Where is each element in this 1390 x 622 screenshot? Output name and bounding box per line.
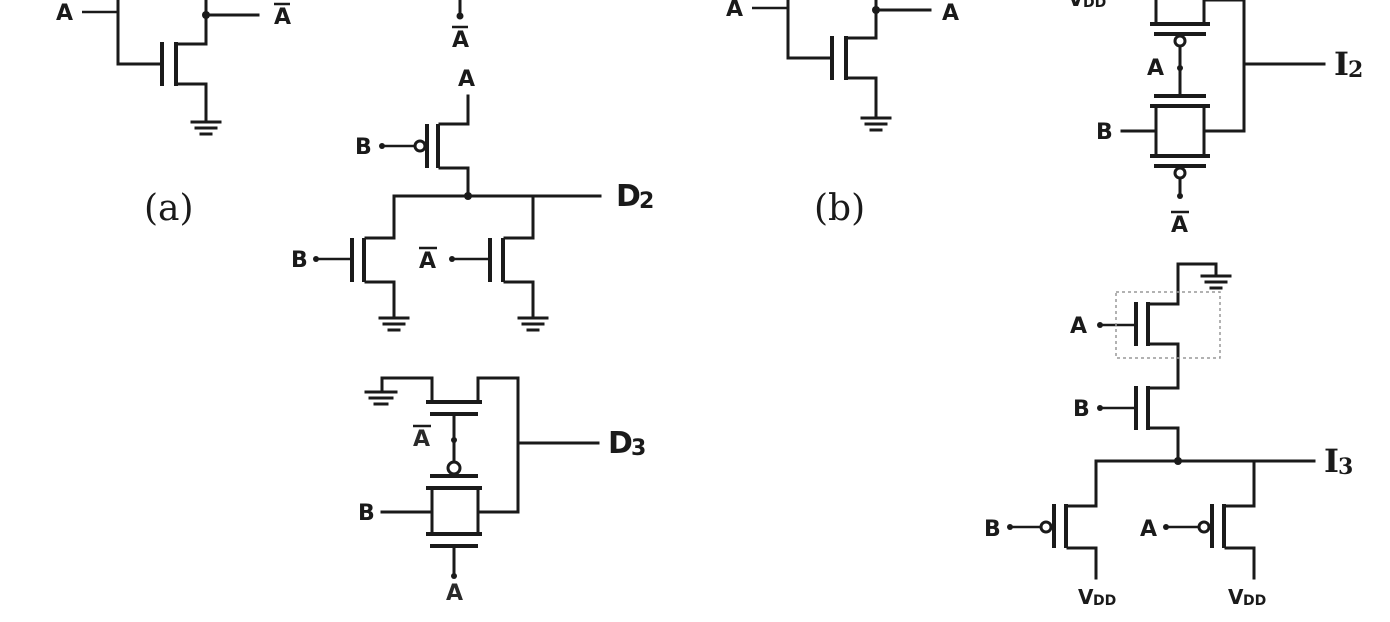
highlight-box [1115,291,1221,359]
input-label-b-inv: A [726,0,743,22]
label-a-d2-top: A [458,67,475,92]
svg-text:I: I [1324,442,1339,480]
svg-text:V: V [1228,585,1244,609]
svg-text:2: 2 [639,189,654,214]
label-a-d3-bottom: A [446,581,463,606]
svg-text:D: D [608,426,633,461]
svg-text:DD: DD [1093,593,1116,609]
label-a-bar-d3: A [413,427,430,452]
output-label-b-inv: A [942,1,959,26]
supply-i3-right: V DD [1228,585,1266,609]
caption-a: (a) [144,188,194,229]
label-a-i3-top: A [1070,314,1087,339]
circuit-i3: A B B A V DD V DD I 3 [984,262,1353,609]
svg-text:3: 3 [1338,454,1353,480]
label-a-bar-top: A [452,28,469,53]
inverter-a: A A [56,0,291,136]
svg-text:DD: DD [1083,0,1106,11]
label-b-i3-pmos: B [984,517,1001,542]
input-label-a: A [56,1,73,26]
label-a-i3-pmos: A [1140,517,1157,542]
circuit-i2: V DD A B A I 2 [1068,0,1363,238]
label-b-d2-pmos: B [355,135,372,160]
output-d3: D 3 [608,426,646,461]
inverter-b: A A [726,0,959,132]
output-d2: D 2 [616,179,654,214]
label-a-bar-i2: A [1171,213,1188,238]
circuit-d3: A B A D 3 [358,376,646,606]
label-b-i2: B [1096,120,1113,145]
circuit-d2: A A B D 2 B [291,0,654,332]
svg-text:2: 2 [1348,57,1363,83]
svg-text:I: I [1334,45,1349,83]
svg-text:V: V [1078,585,1094,609]
svg-text:DD: DD [1243,593,1266,609]
label-a-bar-d2-nmos: A [419,249,436,274]
label-a-i2: A [1147,56,1164,81]
label-b-i3-mid: B [1073,397,1090,422]
svg-text:3: 3 [631,436,646,461]
caption-b: (b) [814,188,865,229]
output-label-a-bar: A [274,5,291,30]
label-b-d2-nmos: B [291,248,308,273]
svg-text:D: D [616,179,641,214]
label-b-d3: B [358,501,375,526]
svg-text:V: V [1068,0,1084,11]
supply-i3-left: V DD [1078,585,1116,609]
output-i3: I 3 [1324,442,1353,480]
supply-i2-top: V DD [1068,0,1106,11]
output-i2: I 2 [1334,45,1363,83]
